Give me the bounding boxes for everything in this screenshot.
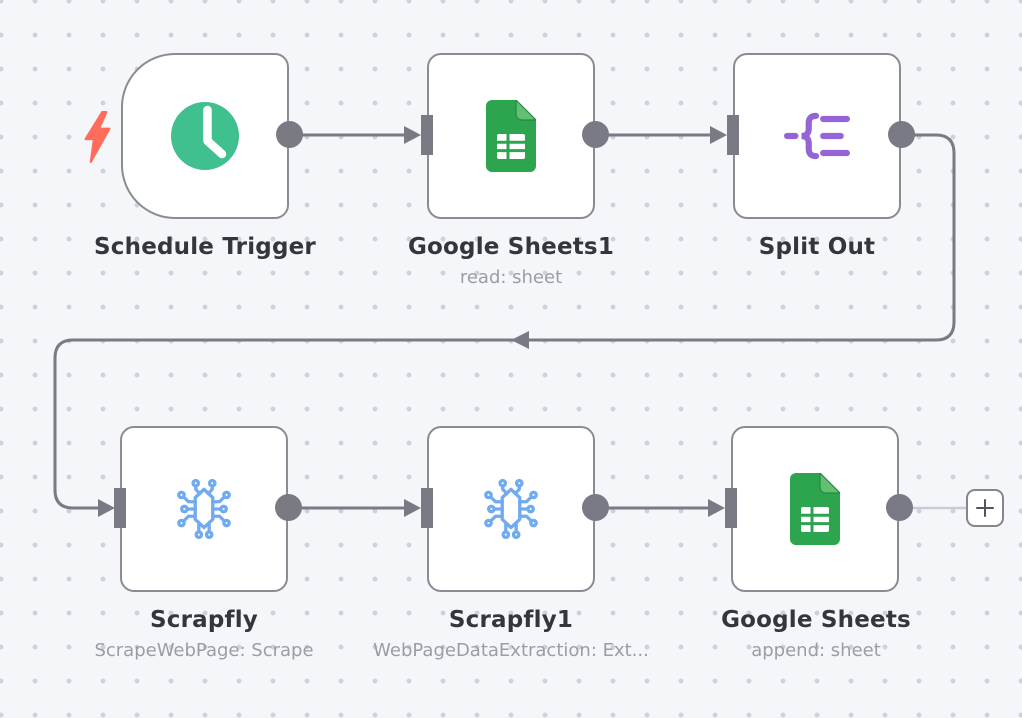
node-label-google-sheets1: Google Sheets1 read: sheet	[331, 234, 691, 288]
input-connector-split-out	[727, 115, 739, 155]
node-schedule-trigger[interactable]	[121, 53, 289, 219]
node-title: Google Sheets1	[407, 234, 615, 260]
node-scrapfly1[interactable]	[427, 426, 595, 592]
edge-splitout-to-scrapfly	[53, 133, 956, 510]
node-google-sheets1[interactable]	[427, 53, 595, 219]
node-split-out[interactable]	[733, 53, 901, 219]
bug-circuit-icon	[177, 478, 231, 539]
node-title: Schedule Trigger	[94, 234, 316, 260]
split-out-icon	[784, 112, 850, 160]
arrowhead-into-sheets1	[404, 126, 421, 144]
add-node-button[interactable]	[966, 489, 1004, 527]
arrowhead-into-scrapfly1	[404, 499, 421, 517]
arrowhead-into-splitout	[710, 126, 727, 144]
output-connector-google-sheets1[interactable]	[582, 121, 609, 148]
node-subtitle: read: sheet	[459, 267, 563, 288]
node-title: Split Out	[758, 234, 876, 260]
node-label-google-sheets: Google Sheets append: sheet	[636, 607, 996, 661]
bug-circuit-icon	[484, 478, 538, 539]
output-connector-split-out[interactable]	[888, 121, 915, 148]
google-sheets-icon	[486, 100, 536, 172]
node-subtitle: ScrapeWebPage: Scrape	[94, 640, 314, 661]
input-connector-google-sheets1	[421, 115, 433, 155]
node-label-scrapfly: Scrapfly ScrapeWebPage: Scrape	[24, 607, 384, 661]
node-title: Scrapfly1	[448, 607, 574, 633]
input-connector-scrapfly	[114, 488, 126, 528]
arrowhead-into-scrapfly	[98, 499, 115, 517]
output-connector-scrapfly[interactable]	[275, 494, 302, 521]
node-label-scrapfly1: Scrapfly1 WebPageDataExtraction: Ext...	[331, 607, 691, 661]
arrowhead-midline-left	[511, 331, 529, 349]
input-connector-google-sheets	[725, 488, 737, 528]
output-connector-scrapfly1[interactable]	[582, 494, 609, 521]
node-title: Scrapfly	[149, 607, 258, 633]
node-title: Google Sheets	[721, 607, 911, 633]
node-label-schedule-trigger: Schedule Trigger	[25, 234, 385, 260]
output-connector-schedule-trigger[interactable]	[276, 121, 303, 148]
clock-icon	[171, 102, 239, 170]
node-label-split-out: Split Out	[637, 234, 997, 260]
lightning-bolt-icon	[84, 111, 111, 163]
plus-icon	[976, 499, 994, 517]
arrowhead-into-sheets	[708, 499, 725, 517]
google-sheets-icon	[790, 473, 840, 545]
node-scrapfly[interactable]	[120, 426, 288, 592]
node-subtitle: WebPageDataExtraction: Ext...	[373, 640, 649, 661]
input-connector-scrapfly1	[421, 488, 433, 528]
node-subtitle: append: sheet	[751, 640, 881, 661]
output-connector-google-sheets[interactable]	[886, 494, 913, 521]
node-google-sheets[interactable]	[731, 426, 899, 592]
